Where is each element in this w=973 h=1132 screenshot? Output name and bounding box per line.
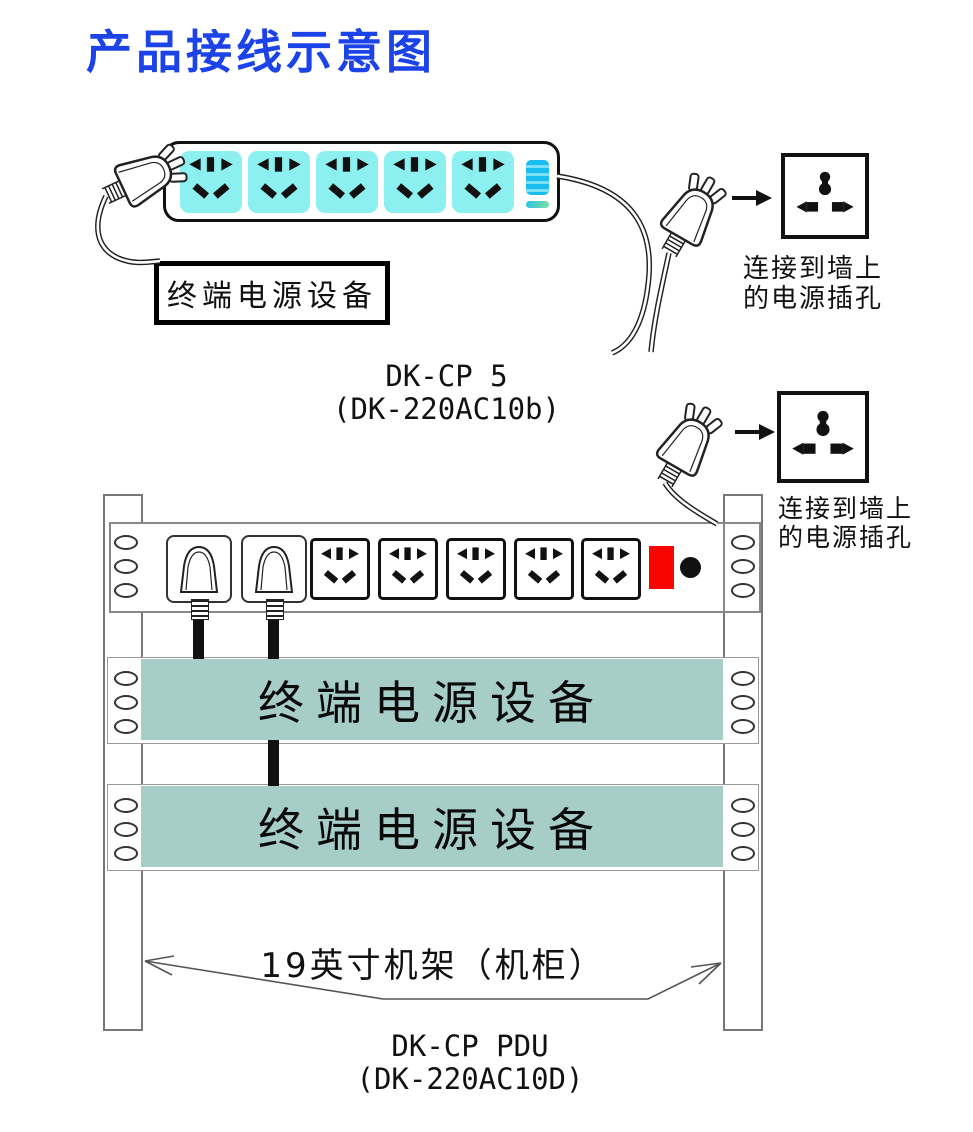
strip-model-label: DK-CP 5 (DK-220AC10b)	[329, 359, 564, 427]
mounting-hole	[114, 583, 138, 598]
wall-outlet-caption: 连接到墙上 的电源插孔	[778, 494, 913, 552]
plug-icon	[100, 130, 180, 230]
mounting-hole	[114, 559, 138, 574]
model-line: DK-CP PDU	[391, 1029, 549, 1063]
caption-line: 连接到墙上	[743, 254, 884, 284]
rack-device-bar: 终端电源设备	[141, 786, 723, 867]
mounting-hole	[731, 719, 755, 734]
power-cord	[193, 612, 204, 659]
rack-device-label: 终端电源设备	[258, 802, 606, 857]
mounting-hole	[114, 846, 138, 861]
model-line: DK-CP 5	[385, 359, 508, 393]
caption-line: 连接到墙上	[778, 494, 914, 523]
plug-icon	[644, 400, 724, 500]
mounting-hole	[114, 822, 138, 837]
pdu-plugged-socket-icon	[241, 535, 307, 603]
socket-5hole-icon	[581, 538, 641, 600]
terminal-device-label-box: 终端电源设备	[154, 261, 390, 325]
pdu-power-switch-icon	[649, 546, 674, 589]
mounting-hole	[731, 535, 755, 550]
power-indicator-icon	[526, 201, 549, 208]
wall-outlet-icon	[777, 391, 869, 483]
rack-caption: 19英寸机架（机柜）	[260, 946, 606, 986]
mounting-hole	[731, 798, 755, 813]
socket-5hole-icon	[180, 151, 242, 213]
mounting-hole	[114, 798, 138, 813]
mounting-hole	[114, 671, 138, 686]
socket-5hole-icon	[248, 151, 310, 213]
mounting-hole	[731, 671, 755, 686]
cord-strain-relief-icon	[266, 599, 284, 620]
socket-5hole-icon	[310, 538, 370, 600]
model-line: (DK-220AC10b)	[333, 392, 560, 427]
mounting-hole	[114, 719, 138, 734]
rack-device-label: 终端电源设备	[258, 675, 606, 730]
power-cord	[268, 740, 279, 786]
mounting-hole	[731, 822, 755, 837]
socket-5hole-icon	[446, 538, 506, 600]
cord-strain-relief-icon	[191, 599, 209, 620]
page-title: 产品接线示意图	[86, 25, 436, 79]
power-switch-icon	[526, 160, 549, 195]
pdu-model-label: DK-CP PDU (DK-220AC10D)	[325, 1029, 615, 1097]
mounting-hole	[731, 695, 755, 710]
breaker-button-icon	[680, 557, 701, 578]
wall-outlet-icon	[781, 153, 869, 239]
caption-line: 的电源插孔	[778, 523, 914, 552]
model-line: (DK-220AC10D)	[356, 1062, 584, 1097]
socket-5hole-icon	[514, 538, 574, 600]
socket-5hole-icon	[316, 151, 378, 213]
rack-device-bar: 终端电源设备	[141, 659, 723, 740]
mounting-hole	[731, 846, 755, 861]
socket-5hole-icon	[384, 151, 446, 213]
wall-outlet-caption: 连接到墙上 的电源插孔	[743, 254, 883, 314]
plug-icon	[648, 170, 728, 270]
arrow-right-icon	[735, 424, 775, 440]
socket-5hole-icon	[452, 151, 514, 213]
caption-line: 的电源插孔	[743, 284, 884, 315]
socket-5hole-icon	[378, 538, 438, 600]
arrow-right-icon	[732, 190, 772, 206]
mounting-hole	[114, 695, 138, 710]
terminal-device-label: 终端电源设备	[167, 279, 377, 314]
mounting-hole	[731, 559, 755, 574]
mounting-hole	[114, 535, 138, 550]
mounting-hole	[731, 583, 755, 598]
pdu-plugged-socket-icon	[166, 535, 232, 603]
power-cord	[268, 612, 279, 659]
